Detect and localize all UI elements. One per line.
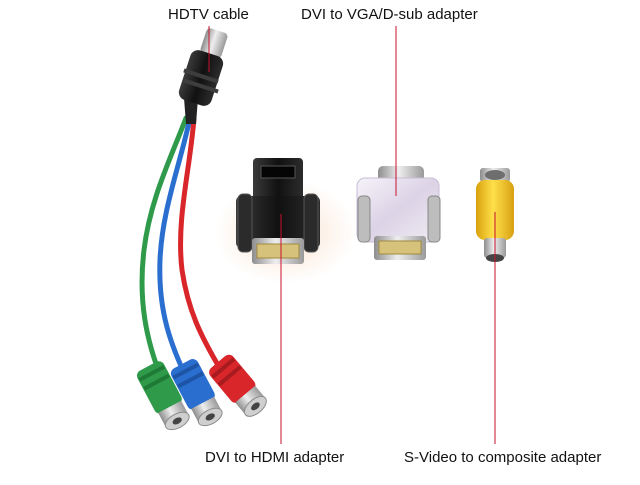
dvi-pin-area [378,240,422,255]
label-svideo-composite-adapter: S-Video to composite adapter [404,449,602,466]
plug-grip-ring [183,78,219,94]
plug-grip-ring [183,68,219,84]
thumbscrew-left [357,195,371,243]
cable-sheath [184,98,198,124]
hdtv-cable [136,28,267,431]
label-dvi-vga-adapter: DVI to VGA/D-sub adapter [301,6,478,23]
dvi-pin-area [256,243,300,259]
red-rca-connector [209,354,267,417]
thumbscrew-left [237,193,253,253]
dvi-hdmi-adapter [236,158,320,264]
svideo-plug-tip [200,28,228,58]
red-wire [178,115,225,375]
label-hdtv-cable: HDTV cable [168,6,249,23]
dvi-vga-adapter [356,166,441,260]
yellow-body [476,180,514,240]
dvi-body [236,196,320,248]
blue-wire [157,115,193,388]
hdmi-port-opening [260,165,296,179]
blue-rca-connector [170,359,223,427]
green-rca-connector [136,361,190,431]
rca-opening [485,170,505,180]
thumbscrew-right [303,193,319,253]
green-wire [139,115,189,383]
thumbscrew-right [427,195,441,243]
label-dvi-hdmi-adapter: DVI to HDMI adapter [205,449,345,466]
